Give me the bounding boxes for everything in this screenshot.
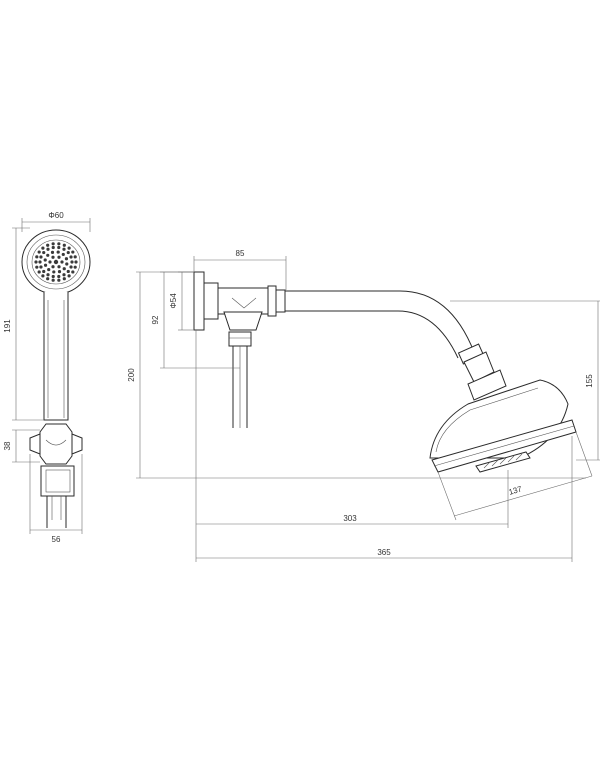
shower-arm-assembly: 85 Φ54 92 200 155 [127, 249, 600, 562]
spray-hole [64, 257, 69, 261]
spray-hole [53, 259, 59, 265]
spray-hole [74, 260, 78, 264]
label-handset-diameter: Φ60 [48, 211, 64, 220]
dimension-head-diameter: 137 [437, 431, 593, 521]
label-overall-height: 200 [127, 368, 136, 382]
dimension-handset-diameter: Φ60 [21, 211, 91, 232]
spray-hole [51, 245, 55, 250]
handset-handle [43, 292, 69, 421]
spray-hole [67, 246, 71, 250]
label-head-diameter: 137 [508, 484, 524, 496]
spray-hole [69, 265, 73, 269]
label-flange-width: 85 [236, 249, 245, 258]
dimension-overall-projection: 365 [195, 436, 573, 562]
spray-hole [43, 258, 47, 262]
dimension-head-projection: 303 [195, 330, 509, 528]
label-bracket-height: 38 [3, 441, 12, 450]
spray-hole [51, 265, 55, 269]
spray-hole [51, 255, 55, 259]
spray-hole [46, 273, 50, 277]
spray-hole [39, 255, 43, 259]
spray-hole [46, 277, 50, 281]
spray-hole [46, 253, 50, 257]
wall-bracket [29, 423, 83, 528]
spray-hole [42, 250, 46, 255]
label-overall-projection: 365 [377, 548, 391, 557]
spray-hole [62, 273, 66, 277]
spray-hole [73, 255, 77, 259]
spray-hole [71, 250, 75, 254]
label-outlet-height: 92 [151, 315, 160, 324]
shower-head [429, 351, 577, 473]
valve-body [217, 285, 286, 428]
spray-hole [38, 260, 42, 264]
spray-hole [57, 245, 61, 250]
spray-hole [35, 255, 39, 259]
dimension-overall-height: 200 [127, 271, 586, 479]
spray-hole [65, 262, 69, 266]
dimension-bracket-width: 56 [29, 454, 83, 544]
hand-shower: Φ60 191 38 56 [3, 211, 91, 544]
spray-hole [57, 278, 61, 282]
dimension-bracket-height: 38 [3, 429, 40, 463]
spray-hole [41, 274, 45, 278]
spray-hole [47, 267, 51, 272]
spray-hole [43, 263, 48, 267]
spray-hole [61, 252, 65, 257]
spray-hole [57, 255, 61, 259]
spray-hole [62, 277, 66, 281]
spray-hole [51, 278, 55, 282]
spray-hole [69, 255, 73, 259]
spray-hole [56, 250, 60, 254]
spray-hole [62, 267, 66, 271]
spray-hole [67, 274, 71, 278]
dimension-handset-length: 191 [3, 227, 44, 421]
spray-hole [70, 260, 74, 264]
spray-hole [37, 270, 41, 274]
dimension-head-drop: 155 [450, 300, 600, 461]
spray-hole [46, 243, 50, 247]
spray-hole [66, 269, 70, 274]
spray-hole [57, 269, 62, 274]
spray-hole [73, 265, 77, 269]
spray-hole [62, 247, 66, 251]
spray-hole [57, 265, 61, 269]
spray-hole [34, 260, 38, 264]
spray-hole [66, 250, 70, 255]
label-bracket-width: 56 [52, 535, 61, 544]
spray-hole [35, 265, 39, 269]
spray-hole [62, 243, 66, 247]
spray-hole [57, 242, 61, 246]
spray-hole [50, 250, 55, 255]
spray-hole [46, 247, 50, 251]
spray-hole [71, 270, 75, 274]
wall-flange [193, 271, 219, 331]
shower-arm [285, 290, 485, 365]
spray-hole [48, 260, 52, 264]
spray-hole [41, 246, 45, 250]
label-handset-length: 191 [3, 319, 12, 333]
label-head-drop: 155 [585, 374, 594, 388]
handset-head [21, 229, 91, 295]
spray-hole [51, 242, 55, 246]
spray-hole [51, 274, 55, 279]
spray-hole [57, 274, 61, 279]
dimension-flange-width: 85 [193, 249, 287, 290]
spray-hole [52, 270, 56, 274]
spray-hole [37, 250, 41, 254]
spray-hole [60, 260, 64, 264]
spray-holes [34, 242, 78, 282]
label-flange-diameter: Φ54 [169, 293, 178, 309]
label-head-projection: 303 [343, 514, 357, 523]
dimension-flange-diameter: Φ54 [169, 271, 194, 331]
spray-hole [39, 265, 43, 269]
spray-hole [42, 269, 46, 274]
